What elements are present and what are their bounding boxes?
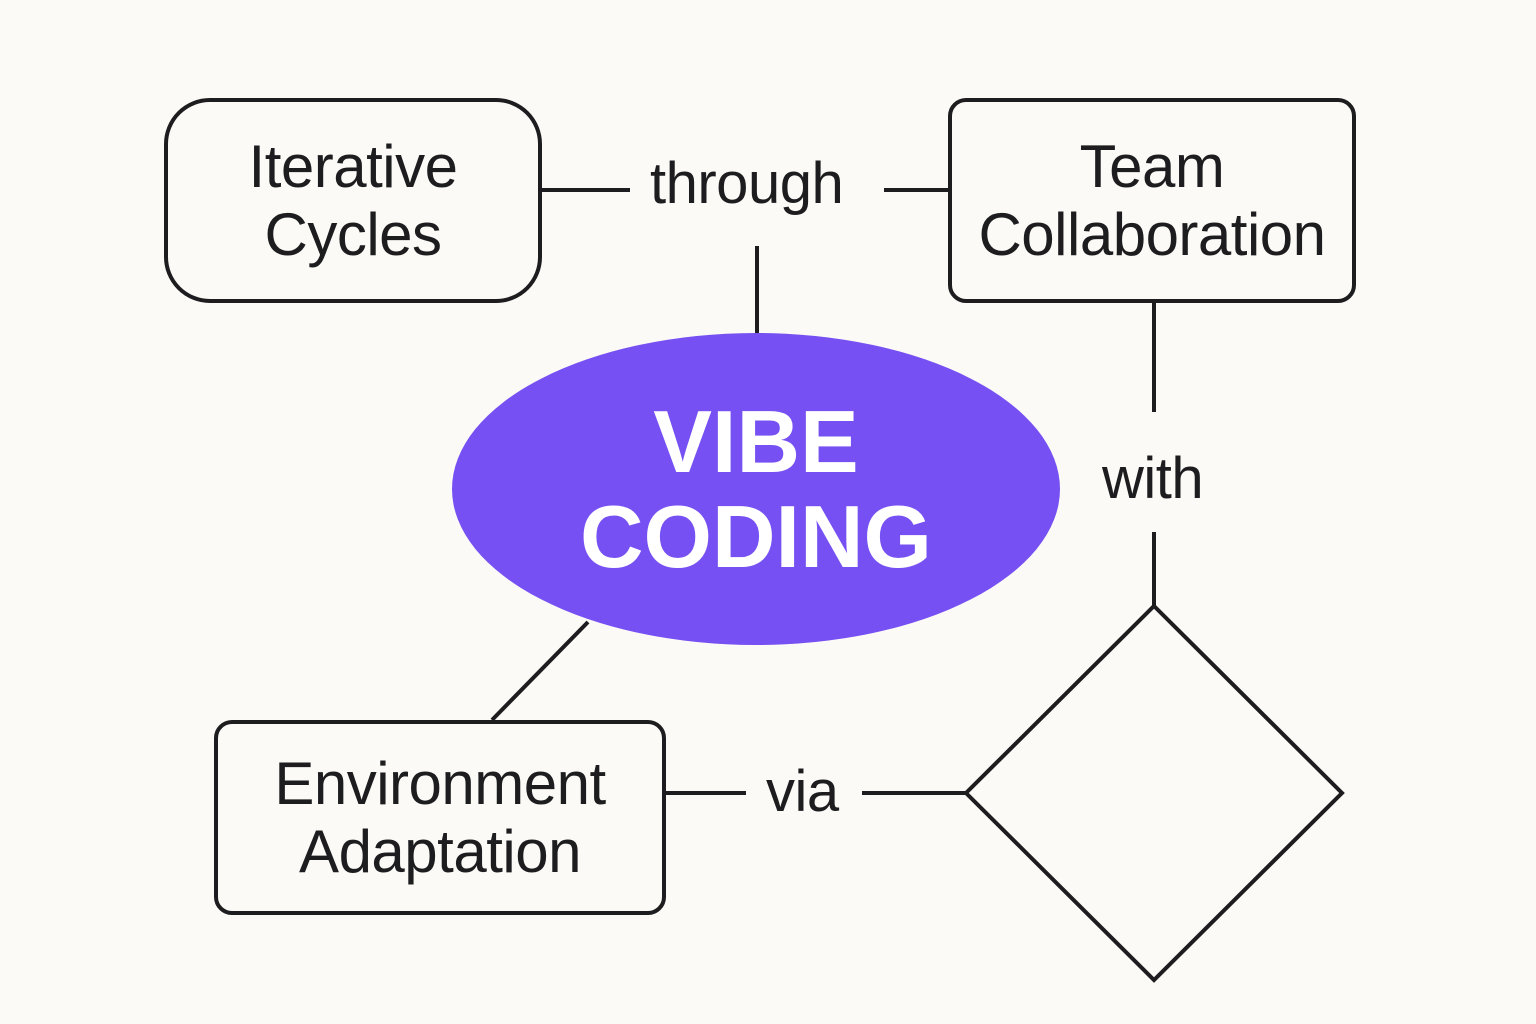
iterative-cycles-node: Iterative Cycles (164, 98, 542, 303)
connector-hub-to-environment (490, 620, 590, 722)
team-collaboration-line1: Team (1079, 133, 1225, 201)
iterative-cycles-line1: Iterative (248, 133, 458, 201)
hub-line1: VIBE (653, 391, 859, 491)
iterative-cycles-line2: Cycles (264, 200, 442, 268)
vibe-coding-hub (452, 333, 1060, 645)
environment-adaptation-line1: Environment (274, 750, 606, 818)
edge-label-via: via (766, 759, 839, 824)
environment-adaptation-line2: Adaptation (299, 817, 581, 885)
edge-label-through: through (650, 151, 844, 216)
hub-line2: CODING (580, 487, 932, 586)
vibe-coding-hub-label: VIBE CODING (452, 333, 1060, 645)
team-collaboration-node: Team Collaboration (948, 98, 1356, 303)
environment-adaptation-node: Environment Adaptation (214, 720, 666, 915)
edge-label-with: with (1102, 446, 1204, 511)
team-collaboration-line2: Collaboration (978, 200, 1326, 268)
decision-diamond (963, 603, 1345, 983)
